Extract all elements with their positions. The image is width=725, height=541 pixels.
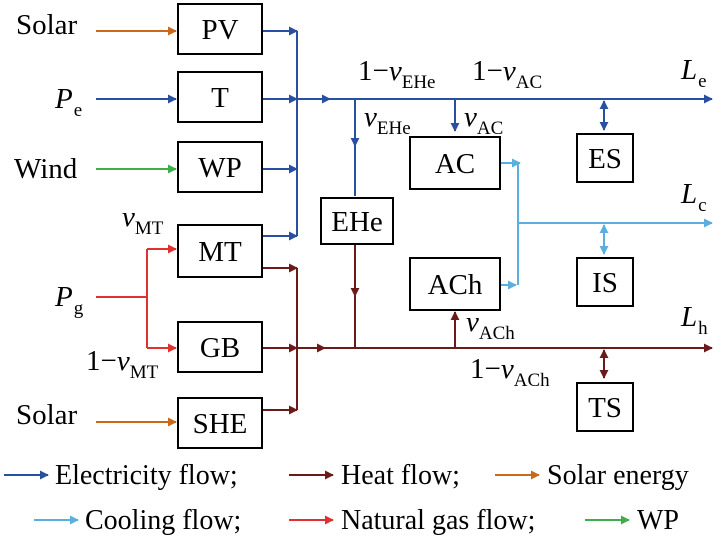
legend-heat-label: Heat flow; [341,460,460,491]
legend: Electricity flow; Heat flow; Solar energ… [4,460,689,536]
one-minus-v-ehe-label: 1−vEHe [358,55,436,93]
she-box: SHE [177,397,263,449]
pg-input-label: Pg [54,281,84,319]
legend-wp-label: WP [637,505,679,536]
she-label: SHE [193,408,248,440]
gb-label: GB [200,332,240,364]
input-labels: Solar Pe Wind Pg Solar [14,9,84,431]
legend-electricity-label: Electricity flow; [55,460,238,491]
ehe-box: EHe [320,197,394,245]
es-label: ES [588,143,622,175]
input-arrows [96,26,177,427]
ehe-label: EHe [331,206,383,238]
device-boxes: PV T WP MT GB SHE EHe AC [177,3,634,449]
pv-label: PV [201,14,238,46]
heat-flows [262,244,713,415]
lh-output-label: Lh [680,301,708,339]
le-output-label: Le [680,54,707,92]
legend-gas-label: Natural gas flow; [341,505,535,536]
solar-input-label-top: Solar [16,9,78,41]
t-label: T [211,82,229,114]
v-mt-label: vMT [122,201,164,239]
wind-input-label: Wind [14,153,78,185]
es-box: ES [576,133,634,183]
ts-label: TS [588,392,622,424]
coefficient-labels: 1−vEHe 1−vAC vEHe vAC vMT 1−vMT vACh 1−v… [86,55,550,391]
wp-box: WP [177,141,263,193]
solar-input-label-bottom: Solar [16,399,78,431]
output-labels: Le Lc Lh [680,54,708,339]
is-box: IS [576,257,634,307]
one-minus-v-ac-label: 1−vAC [472,55,542,93]
gb-box: GB [177,321,263,373]
one-minus-v-mt-label: 1−vMT [86,345,159,383]
wp-label: WP [198,152,242,184]
ach-box: ACh [409,257,501,311]
legend-solar-label: Solar energy [547,460,689,491]
legend-cooling-label: Cooling flow; [85,505,241,536]
pe-input-label: Pe [54,83,82,121]
v-ach-label: vACh [466,306,515,344]
lc-output-label: Lc [680,178,707,216]
t-box: T [177,71,263,123]
v-ehe-label: vEHe [364,101,411,139]
is-label: IS [592,267,618,299]
ts-box: TS [576,382,634,432]
electricity-flows [262,26,713,241]
one-minus-v-ach-label: 1−vACh [470,353,550,391]
pv-box: PV [177,3,263,55]
ach-label: ACh [428,269,483,301]
mt-label: MT [198,236,242,268]
ac-box: AC [409,136,501,190]
cooling-flows [500,158,713,290]
ac-label: AC [435,148,475,180]
v-ac-label: vAC [464,101,503,139]
mt-box: MT [177,224,263,278]
